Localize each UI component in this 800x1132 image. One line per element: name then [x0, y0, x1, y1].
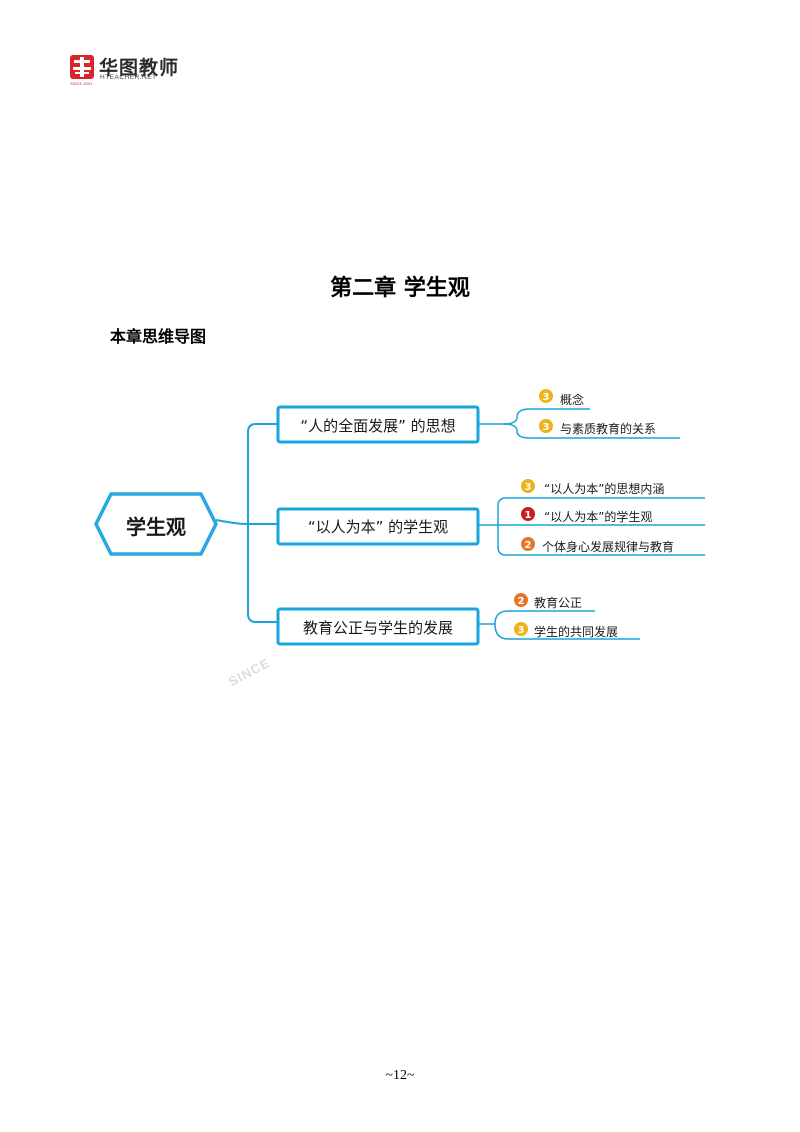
leaf-item: 2 个体身心发展规律与教育	[521, 537, 674, 554]
leaf-label: 个体身心发展规律与教育	[542, 539, 674, 554]
root-connectors	[215, 423, 278, 623]
leaf-label: “以人为本”的学生观	[544, 509, 652, 524]
section-title: 本章思维导图	[110, 327, 207, 346]
leaf-label: 与素质教育的关系	[560, 421, 656, 436]
branch-node: 教育公正与学生的发展	[276, 607, 480, 646]
importance-badge-icon	[521, 537, 535, 551]
leaf-item: 3 概念	[539, 389, 584, 407]
huatu-logo-icon	[70, 55, 94, 79]
brand-since: SINCE 2001	[70, 81, 93, 86]
badge-number: 3	[518, 625, 525, 636]
leaf-item: 2 教育公正	[514, 593, 582, 610]
leaf-connectors	[478, 408, 705, 640]
badge-number: 2	[525, 540, 532, 551]
page-number: ~12~	[385, 1068, 415, 1083]
leaf-label: 学生的共同发展	[534, 624, 618, 639]
leaf-label: “以人为本”的思想内涵	[544, 481, 664, 496]
branch-node: “人的全面发展” 的思想	[276, 405, 480, 444]
badge-number: 3	[543, 422, 550, 433]
importance-badge-icon	[539, 389, 553, 403]
badge-number: 1	[525, 510, 532, 521]
brand-name-cn: 华图教师	[99, 57, 180, 79]
branch-label: “人的全面发展” 的思想	[300, 417, 455, 435]
chapter-title: 第二章 学生观	[330, 275, 470, 301]
importance-badge-icon	[521, 479, 535, 493]
branch-node: “以人为本” 的学生观	[276, 507, 480, 546]
brand-name-en: HTEACHER.NET	[100, 74, 157, 81]
mindmap-root: 学生观	[94, 492, 218, 556]
badge-number: 3	[525, 482, 532, 493]
leaf-item: 1 “以人为本”的学生观	[521, 507, 652, 524]
leaf-item: 3 与素质教育的关系	[539, 419, 656, 436]
branch-label: “以人为本” 的学生观	[308, 518, 448, 536]
badge-number: 2	[518, 596, 525, 607]
leaf-item: 3 学生的共同发展	[514, 622, 618, 639]
importance-badge-icon	[514, 622, 528, 636]
root-label: 学生观	[126, 515, 186, 539]
importance-badge-icon	[521, 507, 535, 521]
leaf-label: 教育公正	[534, 595, 582, 610]
branch-label: 教育公正与学生的发展	[303, 619, 453, 637]
badge-number: 3	[543, 392, 550, 403]
importance-badge-icon	[539, 419, 553, 433]
leaf-label: 概念	[560, 392, 584, 407]
importance-badge-icon	[514, 593, 528, 607]
leaf-item: 3 “以人为本”的思想内涵	[521, 479, 664, 496]
